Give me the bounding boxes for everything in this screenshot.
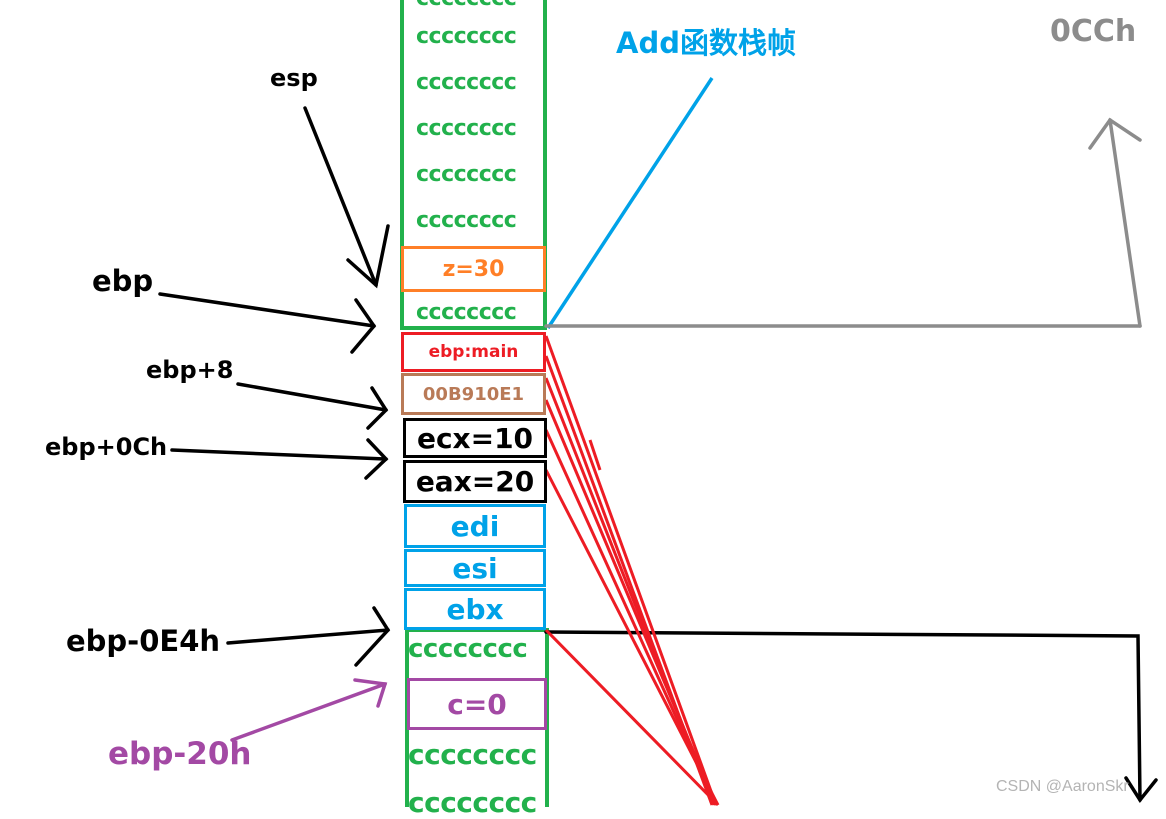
- saved-esi-cell: esi: [404, 549, 546, 587]
- ebp-plus-8-label: ebp+8: [146, 356, 234, 384]
- return-address-cell: 00B910E1: [401, 373, 546, 415]
- ebp-label: ebp: [92, 264, 154, 298]
- filler-row-8: cccccccc: [408, 738, 537, 771]
- title-label: Add函数栈帧: [616, 26, 796, 60]
- filler-row-3: cccccccc: [416, 116, 517, 141]
- ebp-minus-20h-arrow: [230, 678, 388, 742]
- add-frame-column: [400, 0, 547, 330]
- ebp-minus-0e4h-label: ebp-0E4h: [66, 624, 221, 658]
- saved-ebx-cell: ebx: [404, 588, 546, 630]
- ebp-minus-20h-label: ebp-20h: [108, 736, 252, 772]
- ebp-plus-0ch-arrow: [170, 438, 389, 480]
- watermark: CSDN @AaronSkr: [996, 778, 1129, 795]
- size-label: 0CCh: [1050, 14, 1137, 49]
- lower-boundary-line: [544, 630, 1158, 804]
- filler-row-5: cccccccc: [416, 208, 517, 233]
- ebp-arrow: [158, 292, 377, 354]
- param-ecx-cell: ecx=10: [403, 418, 547, 458]
- param-eax-cell: eax=20: [403, 460, 547, 503]
- local-z-cell: z=30: [401, 246, 546, 292]
- saved-ebp-cell: ebp:main: [401, 332, 546, 372]
- size-bracket: [544, 117, 1142, 328]
- filler-row-7: cccccccc: [408, 634, 528, 664]
- esp-label: esp: [270, 64, 318, 92]
- filler-row-4: cccccccc: [416, 162, 517, 187]
- esp-arrow: [303, 106, 390, 289]
- saved-edi-cell: edi: [404, 504, 546, 548]
- ebp-plus-0ch-label: ebp+0Ch: [45, 433, 168, 461]
- local-c-cell: c=0: [407, 678, 547, 730]
- red-fan-lines: [544, 335, 720, 807]
- ebp-plus-8-arrow: [236, 382, 389, 430]
- ebp-minus-0e4h-arrow: [226, 606, 391, 667]
- filler-row-1: cccccccc: [416, 24, 517, 49]
- title-pointer-line: [546, 77, 714, 329]
- filler-row-2: cccccccc: [416, 70, 517, 95]
- filler-row-0: cccccccc: [416, 0, 517, 11]
- filler-row-6: cccccccc: [416, 300, 517, 325]
- filler-row-9: cccccccc: [408, 786, 537, 819]
